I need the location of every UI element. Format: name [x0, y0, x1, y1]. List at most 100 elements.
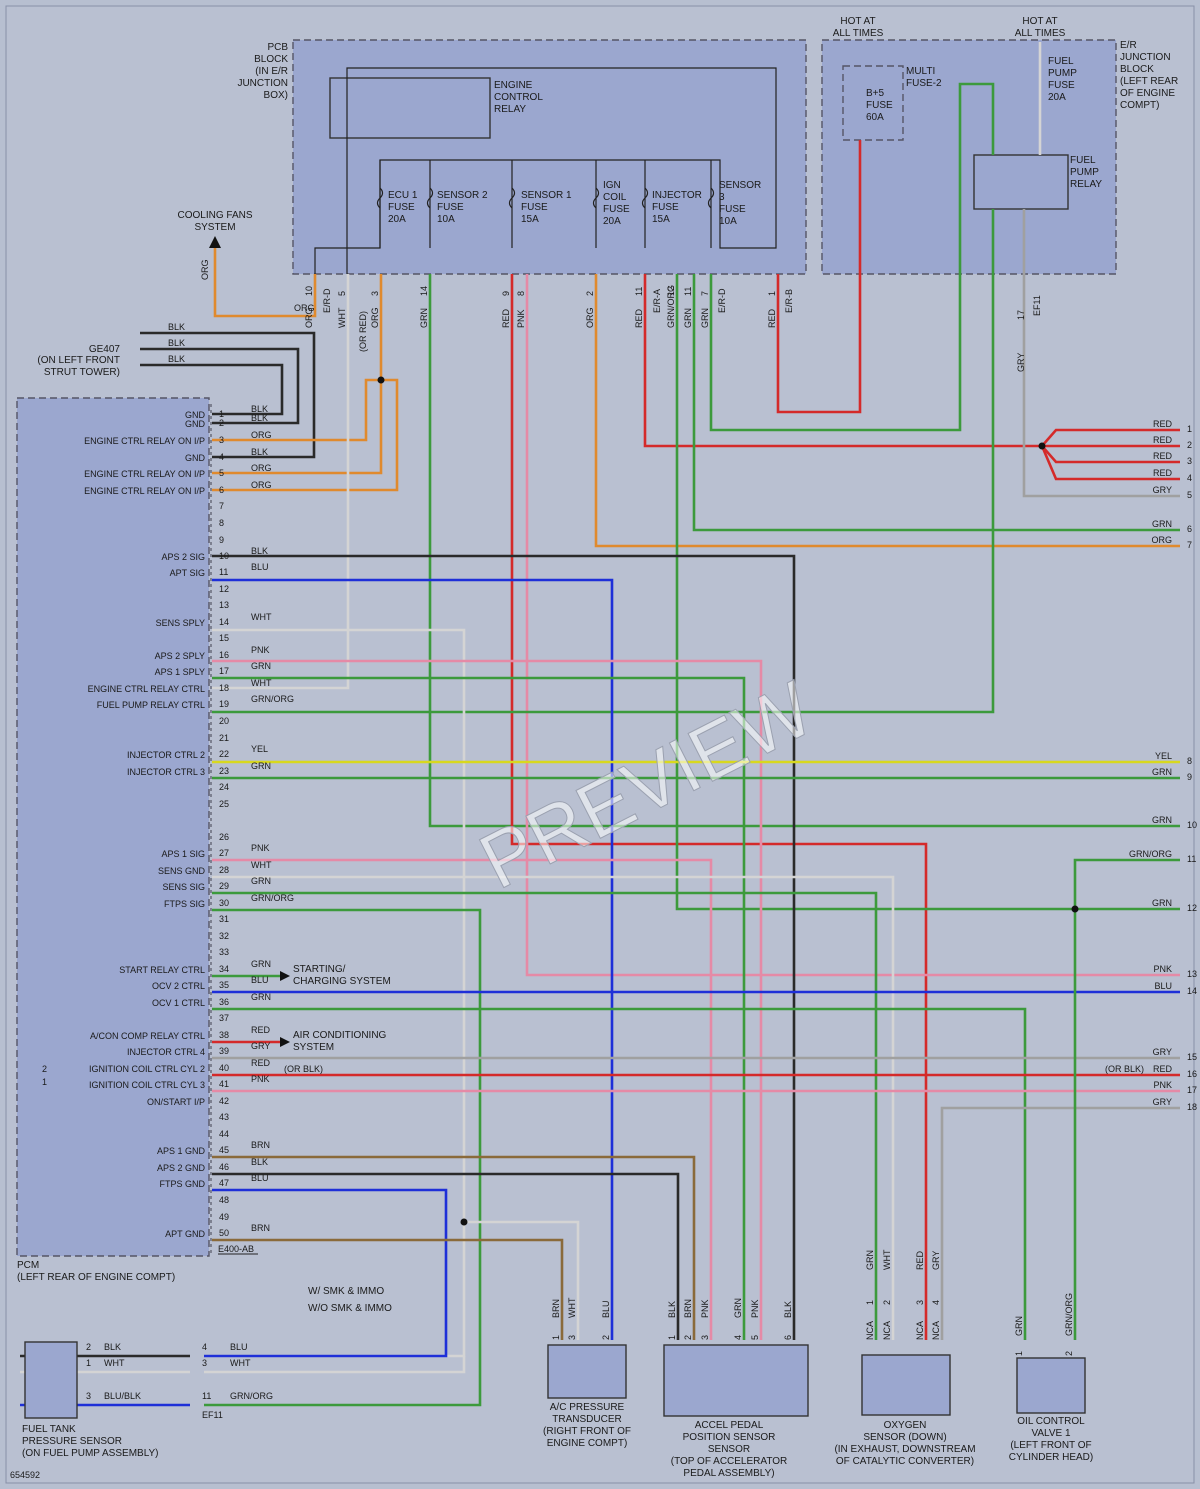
- starting-system-label: CHARGING SYSTEM: [293, 976, 391, 987]
- top-pin-wire: RED: [501, 308, 511, 328]
- pcm-pin-wire: ORG: [251, 480, 272, 490]
- fuse-symbol: [707, 187, 715, 209]
- pcm-pin-wire: PNK: [251, 645, 270, 655]
- top-pin-number: 12: [666, 286, 676, 296]
- top-pin-wire: ORG: [370, 307, 380, 328]
- pcm-pin-wire: BRN: [251, 1140, 270, 1150]
- pcm-pin-number: 27: [219, 848, 229, 858]
- fuel-pump-fuse-label: FUSE: [1048, 80, 1075, 91]
- fuel-pump-relay-label: FUEL: [1070, 155, 1096, 166]
- fuse-label: ECU 1: [388, 190, 418, 201]
- exit-number: 12: [1187, 903, 1197, 913]
- junction-block-label: E/R: [1120, 40, 1137, 51]
- pcm-pin-signal: OCV 2 CTRL: [152, 981, 205, 991]
- pcm-pin-signal: ENGINE CTRL RELAY ON I/P: [84, 436, 205, 446]
- connector-pin-wire: BLU: [230, 1342, 248, 1352]
- pcm-pin-number: 43: [219, 1112, 229, 1122]
- ocv-label: OIL CONTROL: [1017, 1416, 1085, 1427]
- wire-pnk: [212, 858, 713, 1340]
- exit-number: 5: [1187, 490, 1192, 500]
- er-connector-label: E/R-D: [717, 288, 727, 313]
- fuel-pump-fuse-label: 20A: [1048, 92, 1066, 103]
- sensor-pin-number: 1: [667, 1335, 677, 1340]
- top-pin-number: 11: [683, 287, 693, 296]
- ground-wire-label: BLK: [168, 338, 185, 348]
- pcm-pin-signal: FTPS GND: [159, 1179, 205, 1189]
- pcm-pin-number: 46: [219, 1162, 229, 1172]
- pcm-pin-signal: FUEL PUMP RELAY CTRL: [97, 700, 205, 710]
- fuel-pump-relay-label: PUMP: [1070, 167, 1099, 178]
- sensor-pin-wire: BRN: [551, 1299, 561, 1318]
- variant-mark: 2: [42, 1064, 47, 1074]
- wire-label: ORG: [200, 259, 210, 280]
- variant-notes: W/ SMK & IMMO: [308, 1286, 384, 1297]
- pcm-pin-wire: PNK: [251, 843, 270, 853]
- pcm-pin-wire: YEL: [251, 744, 268, 754]
- sensor-pin-wire: BLK: [783, 1301, 793, 1318]
- accel-pedal-label: ACCEL PEDAL: [695, 1420, 764, 1431]
- pcm-pin-number: 42: [219, 1096, 229, 1106]
- sensor-pin-number: 3: [915, 1300, 925, 1305]
- pcm-pin-number: 47: [219, 1178, 229, 1188]
- pcb-block: [292, 39, 807, 275]
- pcm-pin-number: 24: [219, 782, 229, 792]
- accel-pedal-label: (TOP OF ACCELERATOR: [671, 1456, 788, 1467]
- pcm-pin-number: 50: [219, 1228, 229, 1238]
- ocv-label: VALVE 1: [1031, 1428, 1071, 1439]
- wire-wht: [204, 1356, 466, 1374]
- engine-control-relay-label: CONTROL: [494, 92, 543, 103]
- pcm-pin-number: 40: [219, 1063, 229, 1073]
- fuse-symbol: [508, 187, 516, 209]
- pcm-pin-signal: APS 2 GND: [157, 1163, 206, 1173]
- splice-dot: [1071, 905, 1079, 913]
- pcm-pin-number: 3: [219, 435, 224, 445]
- accel-pedal-label: PEDAL ASSEMBLY): [683, 1468, 774, 1479]
- exit-wire: RED: [1153, 419, 1173, 429]
- sensor-pin-wire: GRN/ORG: [1064, 1293, 1074, 1336]
- exit-wire: RED: [1153, 435, 1173, 445]
- pcm-pin-number: 13: [219, 600, 229, 610]
- pcm-pin-number: 26: [219, 832, 229, 842]
- sensor-pin-wire: BRN: [683, 1299, 693, 1318]
- sensor-pin-wire: BLK: [104, 1342, 121, 1352]
- top-pin-number: 3: [370, 291, 380, 296]
- fuse-label: SENSOR: [719, 180, 761, 191]
- exit-number: 11: [1187, 854, 1196, 864]
- junction-block-label: OF ENGINE: [1120, 88, 1175, 99]
- top-pin-number: 9: [501, 291, 511, 296]
- pcm-pin-signal: SENS SPLY: [156, 618, 205, 628]
- pcm-pin-number: 29: [219, 881, 229, 891]
- arrow-head: [280, 971, 290, 981]
- pcm-pin-number: 23: [219, 766, 229, 776]
- pcm-pin-wire: GRN: [251, 959, 271, 969]
- pcm-pin-number: 32: [219, 931, 229, 941]
- engine-control-relay: [329, 77, 491, 139]
- oxygen-sensor-label: (IN EXHAUST, DOWNSTREAM: [834, 1444, 975, 1455]
- pcm-pin-signal: SENS SIG: [162, 882, 205, 892]
- pcm-pin-number: 39: [219, 1046, 229, 1056]
- fuse-label: SENSOR 1: [521, 190, 572, 201]
- variant-mark: 1: [42, 1077, 47, 1087]
- sensor-pin-number: 3: [700, 1335, 710, 1340]
- multi-fuse-fuse-label: 60A: [866, 112, 884, 123]
- pcm-pin-wire: WHT: [251, 612, 272, 622]
- sensor-pin-number: 1: [86, 1358, 91, 1368]
- ground-wire-label: BLK: [168, 354, 185, 364]
- pcm-pin-number: 38: [219, 1030, 229, 1040]
- sensor-pin-number: 2: [86, 1342, 91, 1352]
- diagram-id: 654592: [10, 1470, 40, 1480]
- er-connector-label: E/R-B: [784, 289, 794, 313]
- connector-pin-number: 11: [202, 1391, 211, 1401]
- pcm-pin-signal: ENGINE CTRL RELAY CTRL: [88, 684, 205, 694]
- fuse-symbol: [641, 187, 649, 209]
- pcm-pin-number: 4: [219, 452, 224, 462]
- pcm-pin-number: 1: [219, 409, 224, 419]
- pcm-pin-signal: SENS GND: [158, 866, 206, 876]
- pcm-pin-number: 37: [219, 1013, 229, 1023]
- fuse-label: IGN: [603, 180, 621, 191]
- pcm-pin-wire: BLK: [251, 1157, 268, 1167]
- top-pin-number: 5: [337, 291, 347, 296]
- ground-wire: [140, 347, 300, 425]
- connector-pin-wire: GRN/ORG: [230, 1391, 273, 1401]
- sensor-pin-connector: NCA: [915, 1321, 925, 1340]
